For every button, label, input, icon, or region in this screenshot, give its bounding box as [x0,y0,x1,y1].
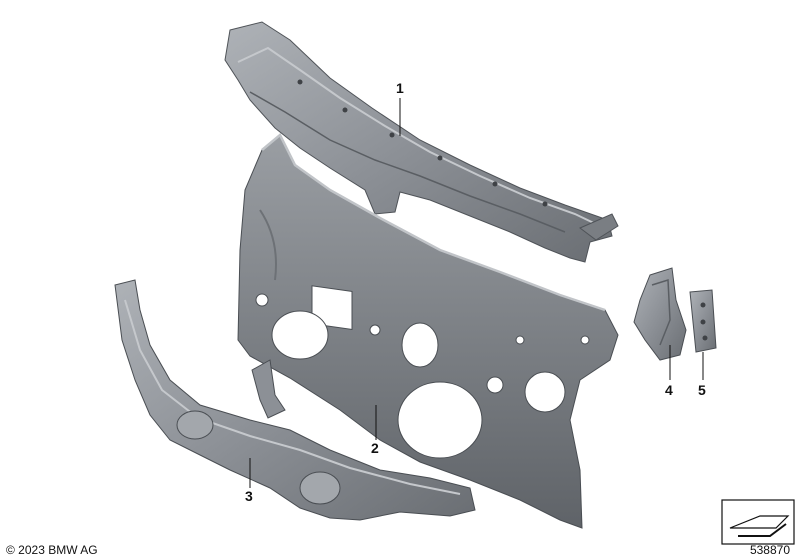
callout-4: 4 [665,382,673,398]
copyright-notice: © 2023 BMW AG [6,543,98,557]
upper-cowl-crossmember [224,21,619,263]
callout-2: 2 [371,440,379,456]
bulkhead-panel [237,133,619,529]
orientation-car-icon [721,499,795,545]
leader-lines [249,98,704,488]
bracket-left [633,267,687,361]
callout-3: 3 [245,488,253,504]
lower-crossmember [114,279,476,521]
callout-1: 1 [396,80,404,96]
callout-5: 5 [698,382,706,398]
bracket-plate [689,289,717,353]
diagram-number: 538870 [749,543,790,557]
